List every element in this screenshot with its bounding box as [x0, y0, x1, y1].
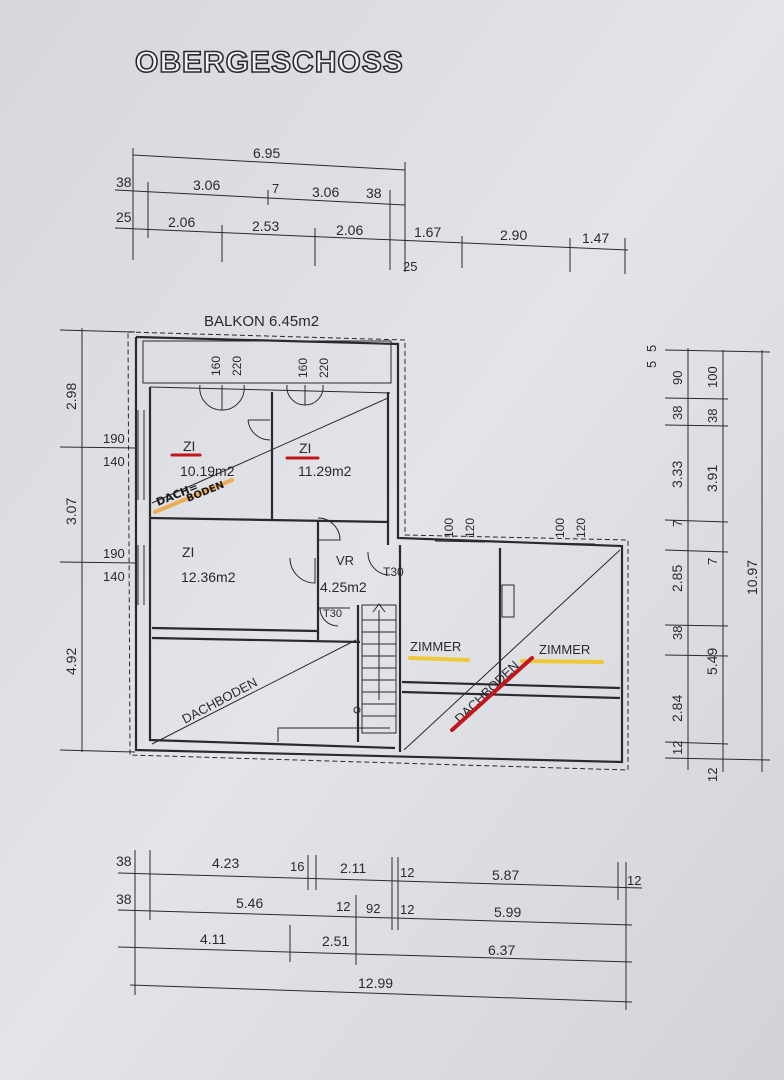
dim-right-12a: 12: [670, 741, 685, 755]
dim-top-306-right: 3.06: [312, 184, 339, 200]
win1-label-b: 220: [230, 356, 244, 376]
yellow-mark-zimmer2: [520, 659, 604, 664]
dim-right-7b: 7: [705, 558, 720, 565]
dim-bot-637: 6.37: [488, 942, 515, 958]
plan-title: OBERGESCHOSS: [135, 46, 404, 79]
dim-top-306-left: 3.06: [193, 177, 220, 193]
dim-top-7: 7: [272, 181, 279, 196]
win4-label-b: 120: [574, 518, 588, 538]
dim-bot-12c: 12: [336, 899, 350, 914]
dim-right-7a: 7: [670, 520, 685, 527]
room-zi3-area: 12.36m2: [181, 569, 236, 585]
annotation-t30-a: T30: [383, 565, 404, 579]
building-outline: [127, 331, 629, 771]
dim-top-206-right: 2.06: [336, 222, 363, 238]
dim-right-12b: 12: [705, 768, 720, 782]
dim-top-38-left: 38: [116, 174, 132, 190]
dim-right-285: 2.85: [669, 565, 685, 592]
right-dimensions: 5 5 90 38 3.33 7 2.85 38 2.84 12 100 38 …: [644, 345, 771, 782]
dim-left-298: 2.98: [63, 383, 79, 410]
dim-bot-251: 2.51: [322, 933, 349, 949]
dim-right-391: 3.91: [704, 465, 720, 492]
dim-right-38a: 38: [670, 406, 685, 420]
dim-bot-211: 2.11: [340, 860, 366, 876]
room-zimmer1-label: ZIMMER: [410, 639, 461, 654]
dim-top-147: 1.47: [582, 230, 609, 246]
win4-label-a: 100: [553, 518, 567, 538]
staircase: [277, 603, 397, 742]
room-zimmer2-label: ZIMMER: [539, 642, 590, 657]
win1-label-a: 160: [209, 356, 223, 376]
dim-top-290: 2.90: [500, 227, 527, 243]
dim-left-307: 3.07: [63, 498, 79, 525]
dim-right-333: 3.33: [669, 461, 685, 488]
room-zi2-area: 11.29m2: [298, 463, 352, 479]
room-zi3-label: ZI: [182, 544, 194, 560]
dim-bot-599: 5.99: [494, 904, 521, 920]
dim-right-100: 100: [705, 366, 720, 388]
dim-right-284: 2.84: [669, 695, 685, 722]
win2-label-a: 160: [296, 358, 310, 378]
side1-label-b: 140: [103, 454, 125, 469]
win3-label-b: 120: [463, 518, 477, 538]
windows: [137, 410, 596, 605]
left-dimensions: 2.98 3.07 4.92: [59, 328, 136, 753]
annotation-t30-b: T30: [323, 608, 342, 620]
dim-right-top-b: 5: [644, 345, 659, 352]
dim-left-492: 4.92: [63, 648, 79, 675]
dim-bot-423: 4.23: [212, 855, 239, 871]
dim-bot-92: 92: [366, 901, 380, 916]
dim-bot-38a: 38: [116, 853, 132, 869]
dim-bot-12d: 12: [400, 902, 414, 917]
side2-label-b: 140: [103, 569, 125, 584]
balkon-area: [142, 340, 392, 384]
window-labels: 160 220 160 220 100 120 100 120 190 140 …: [103, 356, 588, 584]
dim-right-total: 10.97: [744, 560, 760, 595]
dim-right-549: 5.49: [704, 648, 720, 675]
dim-top-167: 1.67: [414, 224, 441, 240]
dim-top-25-right: 25: [403, 259, 417, 274]
dim-right-38c: 38: [705, 409, 720, 423]
doors: [199, 384, 515, 627]
dim-bot-587: 5.87: [492, 867, 519, 883]
dim-right-90: 90: [670, 371, 685, 385]
room-zi1-area: 10.19m2: [180, 463, 235, 479]
dim-top-38-right: 38: [366, 185, 382, 201]
orange-mark-dachboden: [153, 478, 234, 514]
dim-bot-16: 16: [290, 859, 304, 874]
top-dimensions: 6.95 38 3.06 7 3.06 38 25 2.06 2.53 2.06…: [114, 145, 629, 274]
win3-label-a: 100: [442, 518, 456, 538]
dim-bot-546: 5.46: [236, 895, 263, 911]
dim-total-top: 6.95: [253, 145, 280, 161]
dim-bot-12b: 12: [627, 873, 641, 888]
dim-right-top-a: 5: [644, 361, 659, 368]
room-zi2-label: ZI: [299, 440, 311, 456]
room-vr-area: 4.25m2: [320, 579, 367, 595]
room-vr-label: VR: [336, 553, 354, 568]
dim-bot-12a: 12: [400, 865, 414, 880]
yellow-mark-zimmer1: [408, 656, 470, 662]
balkon-label: BALKON 6.45m2: [204, 313, 319, 330]
dim-top-25: 25: [116, 209, 132, 225]
side1-label-a: 190: [103, 431, 125, 446]
room-zi1-label: ZI: [183, 438, 195, 454]
bottom-dimensions: 38 4.23 16 2.11 12 5.87 12 38 5.46 12 92…: [116, 850, 643, 1010]
red-mark-dachboden-right: [450, 656, 534, 732]
dim-bot-411: 4.11: [200, 931, 226, 947]
dim-right-38b: 38: [670, 626, 685, 640]
dim-top-206-left: 2.06: [168, 214, 195, 230]
win2-label-b: 220: [317, 358, 331, 378]
dim-bot-total: 12.99: [358, 975, 393, 991]
side2-label-a: 190: [103, 546, 125, 561]
dim-top-253: 2.53: [252, 218, 279, 234]
dim-bot-38b: 38: [116, 891, 132, 907]
